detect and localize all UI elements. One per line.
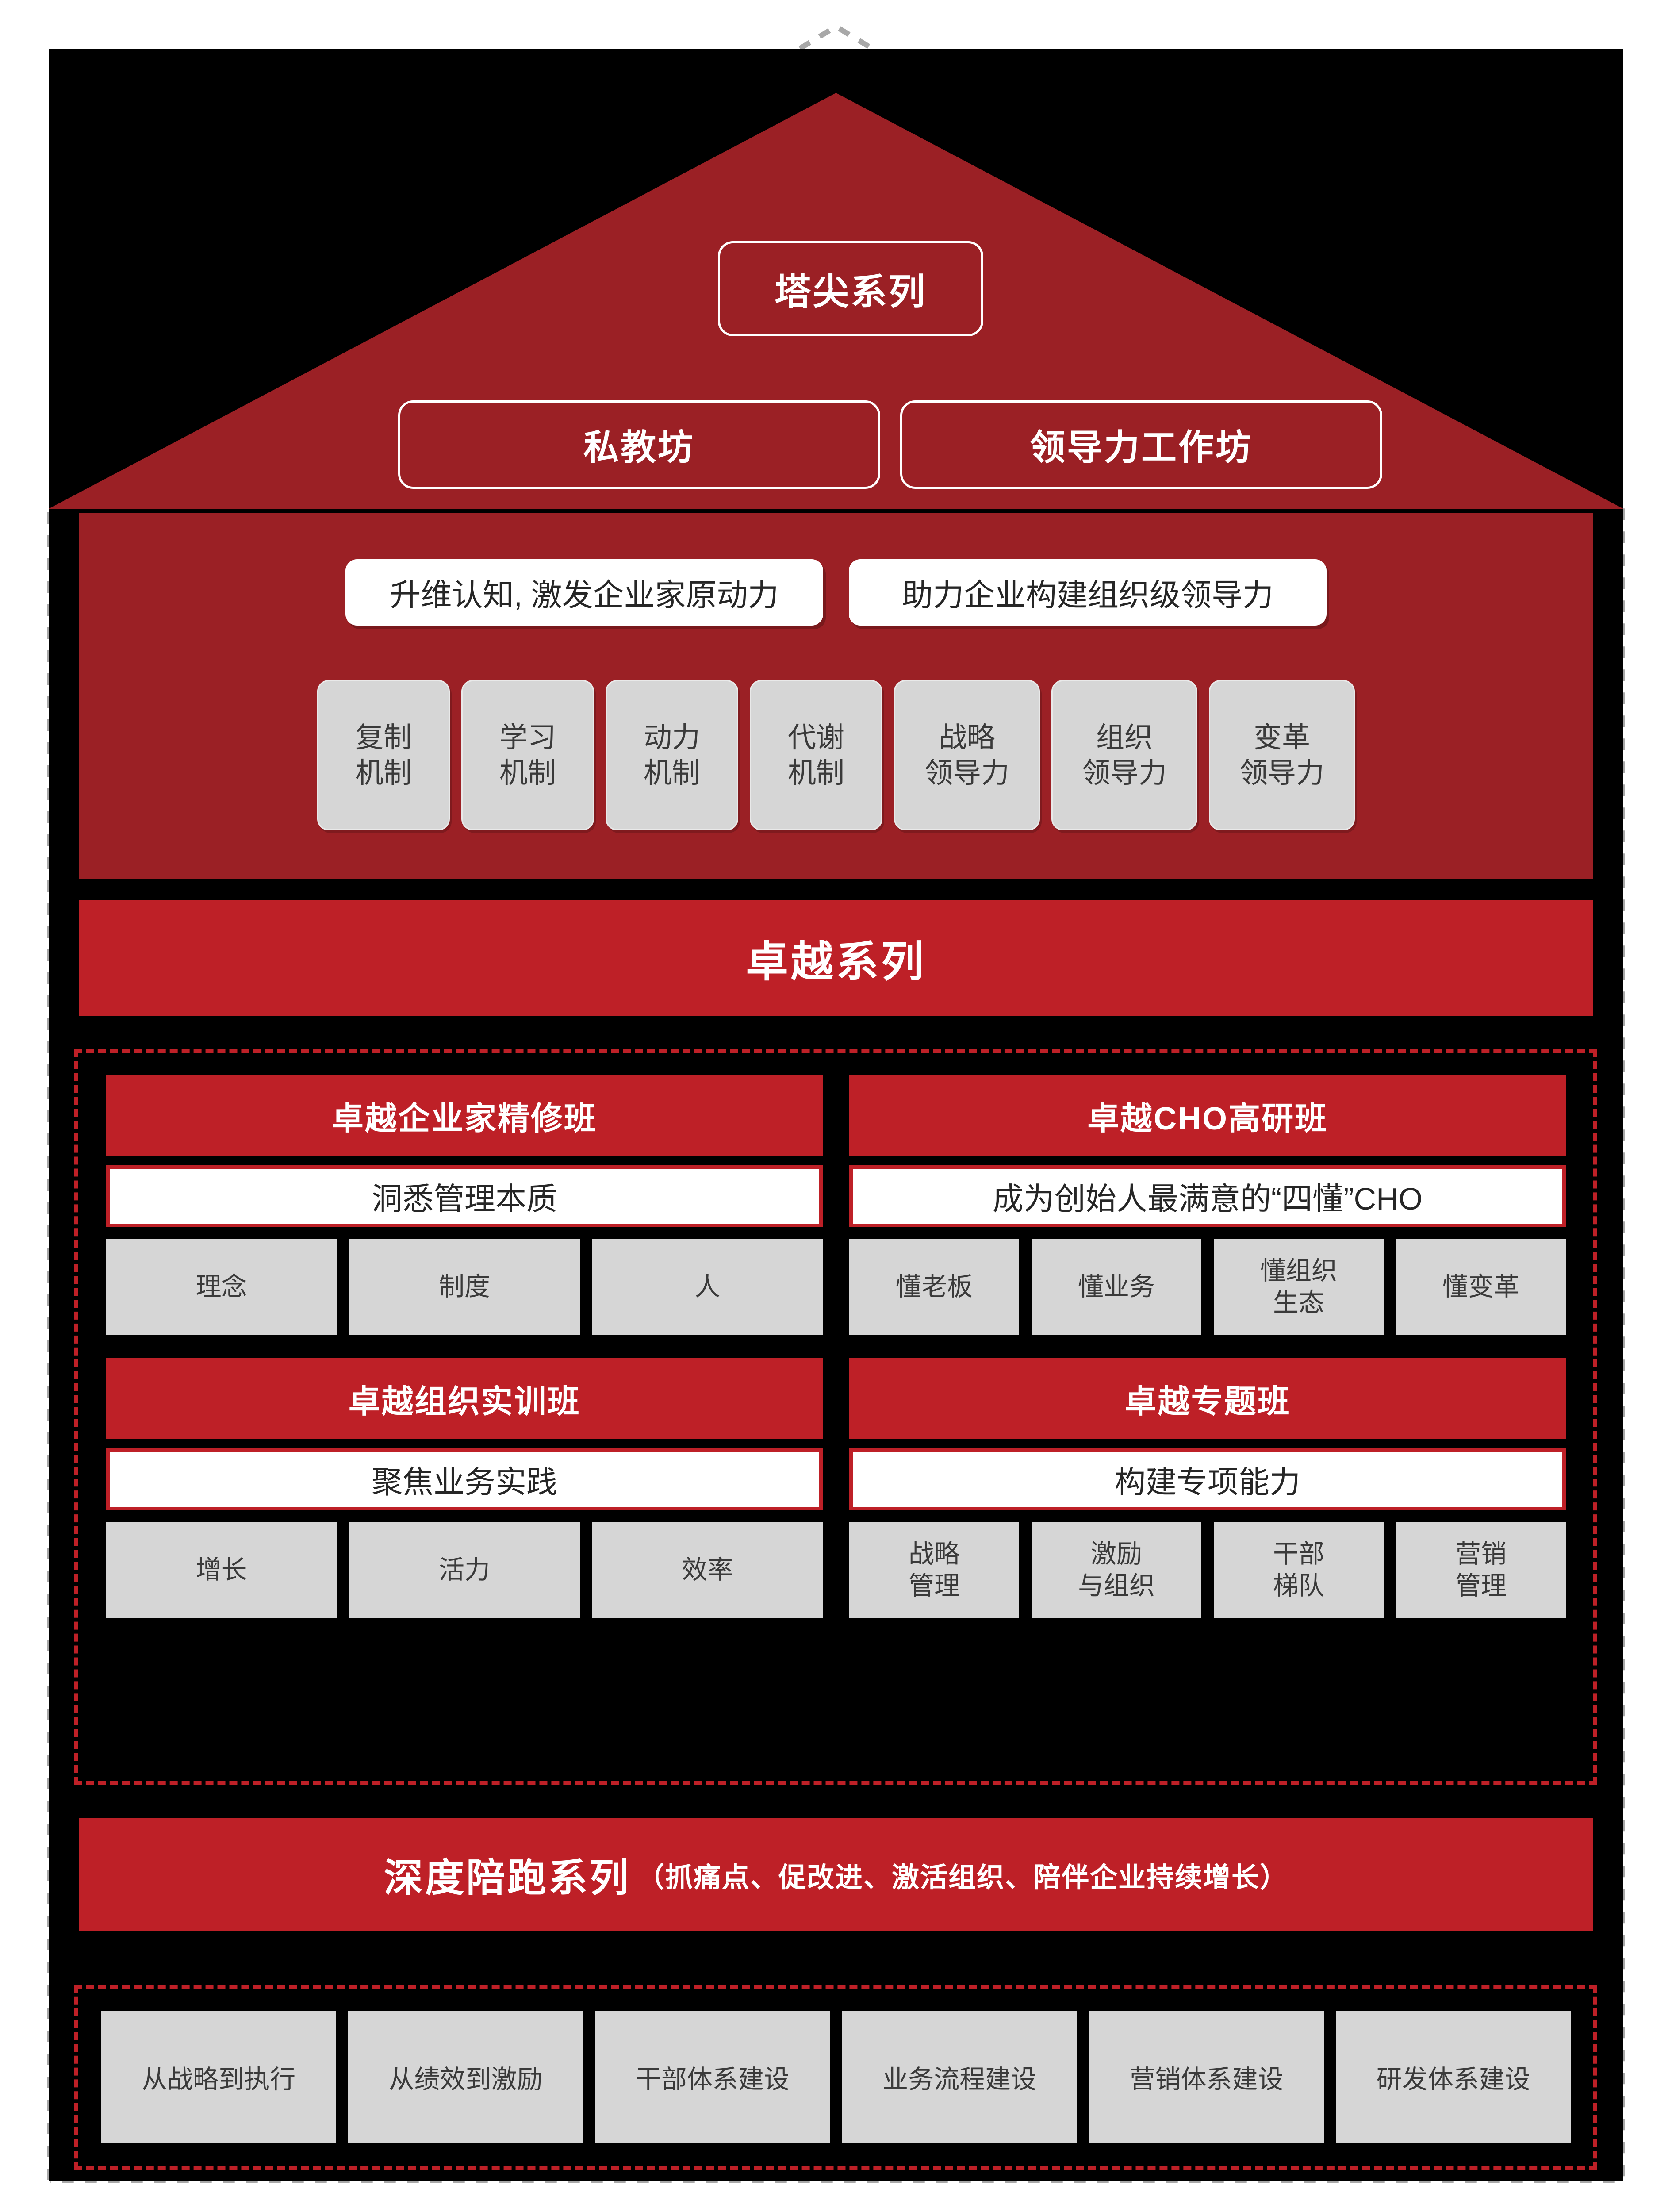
program-grid-dashed-frame (74, 1049, 1597, 1785)
program-title[interactable]: 卓越CHO高研班 (849, 1075, 1566, 1156)
apex-chip-replication[interactable]: 复制 机制 (317, 680, 450, 830)
bottom-chip-business-process[interactable]: 业务流程建设 (841, 2011, 1078, 2143)
program-subtitle: 构建专项能力 (849, 1448, 1566, 1510)
bottom-chip-cadre-system[interactable]: 干部体系建设 (594, 2011, 830, 2143)
program-chip[interactable]: 战略 管理 (849, 1522, 1019, 1618)
apex-chip-change-leadership[interactable]: 变革 领导力 (1209, 680, 1355, 830)
program-chip-row: 理念 制度 人 (106, 1239, 823, 1335)
program-subtitle: 成为创始人最满意的“四懂”CHO (849, 1165, 1566, 1227)
program-card-entrepreneur: 卓越企业家精修班 洞悉管理本质 理念 制度 人 (106, 1075, 823, 1335)
deep-accompaniment-band[interactable]: 深度陪跑系列（抓痛点、促改进、激活组织、陪伴企业持续增长） (79, 1818, 1593, 1931)
bottom-chip-marketing-system[interactable]: 营销体系建设 (1089, 2011, 1324, 2143)
apex-chip-metabolism[interactable]: 代谢 机制 (750, 680, 882, 830)
program-chip-row: 懂老板 懂业务 懂组织 生态 懂变革 (849, 1239, 1566, 1335)
apex-chip-strategic-leadership[interactable]: 战略 领导力 (894, 680, 1040, 830)
program-chip[interactable]: 懂变革 (1396, 1239, 1566, 1335)
apex-panel: 升维认知, 激发企业家原动力 助力企业构建组织级领导力 复制 机制 学习 机制 … (79, 510, 1593, 879)
badge-leadership-workshop[interactable]: 领导力工作坊 (900, 400, 1382, 489)
program-chip[interactable]: 营销 管理 (1396, 1522, 1566, 1618)
program-chip[interactable]: 人 (592, 1239, 823, 1335)
apex-chip-motivation[interactable]: 动力 机制 (606, 680, 738, 830)
program-chip-row: 战略 管理 激励 与组织 干部 梯队 营销 管理 (849, 1522, 1566, 1618)
bottom-chip-row: 从战略到执行 从绩效到激励 干部体系建设 业务流程建设 营销体系建设 研发体系建… (101, 2011, 1571, 2143)
bottom-chip-strategy-to-execution[interactable]: 从战略到执行 (101, 2011, 337, 2143)
program-subtitle: 聚焦业务实践 (106, 1448, 823, 1510)
bottom-chip-rnd-system[interactable]: 研发体系建设 (1335, 2011, 1571, 2143)
program-subtitle: 洞悉管理本质 (106, 1165, 823, 1227)
program-chip[interactable]: 懂老板 (849, 1239, 1019, 1335)
apex-tagline-group: 升维认知, 激发企业家原动力 助力企业构建组织级领导力 (79, 559, 1593, 626)
roof-triangle (49, 49, 1623, 509)
roof-badge-group: 塔尖系列 私教坊 领导力工作坊 (49, 49, 1623, 509)
program-chip[interactable]: 激励 与组织 (1032, 1522, 1201, 1618)
program-title[interactable]: 卓越专题班 (849, 1358, 1566, 1439)
program-card-cho: 卓越CHO高研班 成为创始人最满意的“四懂”CHO 懂老板 懂业务 懂组织 生态… (849, 1075, 1566, 1335)
deep-band-subtitle: （抓痛点、促改进、激活组织、陪伴企业持续增长） (637, 1862, 1289, 1893)
program-chip[interactable]: 懂业务 (1032, 1239, 1201, 1335)
program-chip[interactable]: 效率 (592, 1522, 823, 1618)
apex-chip-group: 复制 机制 学习 机制 动力 机制 代谢 机制 战略 领导力 组织 领导力 变革… (79, 680, 1593, 830)
program-chip[interactable]: 活力 (349, 1522, 580, 1618)
badge-private-coaching-workshop[interactable]: 私教坊 (398, 400, 880, 489)
deep-band-title: 深度陪跑系列 (383, 1856, 631, 1900)
program-chip[interactable]: 懂组织 生态 (1214, 1239, 1384, 1335)
program-title[interactable]: 卓越企业家精修班 (106, 1075, 823, 1156)
program-grid: 卓越企业家精修班 洞悉管理本质 理念 制度 人 卓越CHO高研班 成为创始人最满… (106, 1075, 1566, 1618)
bottom-row-dashed-frame (74, 1985, 1597, 2170)
apex-tagline-1: 升维认知, 激发企业家原动力 (345, 559, 823, 626)
program-chip[interactable]: 制度 (349, 1239, 580, 1335)
program-chip[interactable]: 干部 梯队 (1214, 1522, 1384, 1618)
program-chip-row: 增长 活力 效率 (106, 1522, 823, 1618)
bottom-chip-performance-to-incentive[interactable]: 从绩效到激励 (348, 2011, 583, 2143)
program-card-organization: 卓越组织实训班 聚焦业务实践 增长 活力 效率 (106, 1358, 823, 1618)
program-title[interactable]: 卓越组织实训班 (106, 1358, 823, 1439)
apex-tagline-2: 助力企业构建组织级领导力 (849, 559, 1327, 626)
badge-apex-series[interactable]: 塔尖系列 (718, 241, 983, 336)
apex-chip-organizational-leadership[interactable]: 组织 领导力 (1051, 680, 1197, 830)
apex-chip-learning[interactable]: 学习 机制 (461, 680, 594, 830)
program-chip[interactable]: 理念 (106, 1239, 337, 1335)
program-chip[interactable]: 增长 (106, 1522, 337, 1618)
program-card-topics: 卓越专题班 构建专项能力 战略 管理 激励 与组织 干部 梯队 营销 管理 (849, 1358, 1566, 1618)
excellence-series-band[interactable]: 卓越系列 (79, 900, 1593, 1016)
